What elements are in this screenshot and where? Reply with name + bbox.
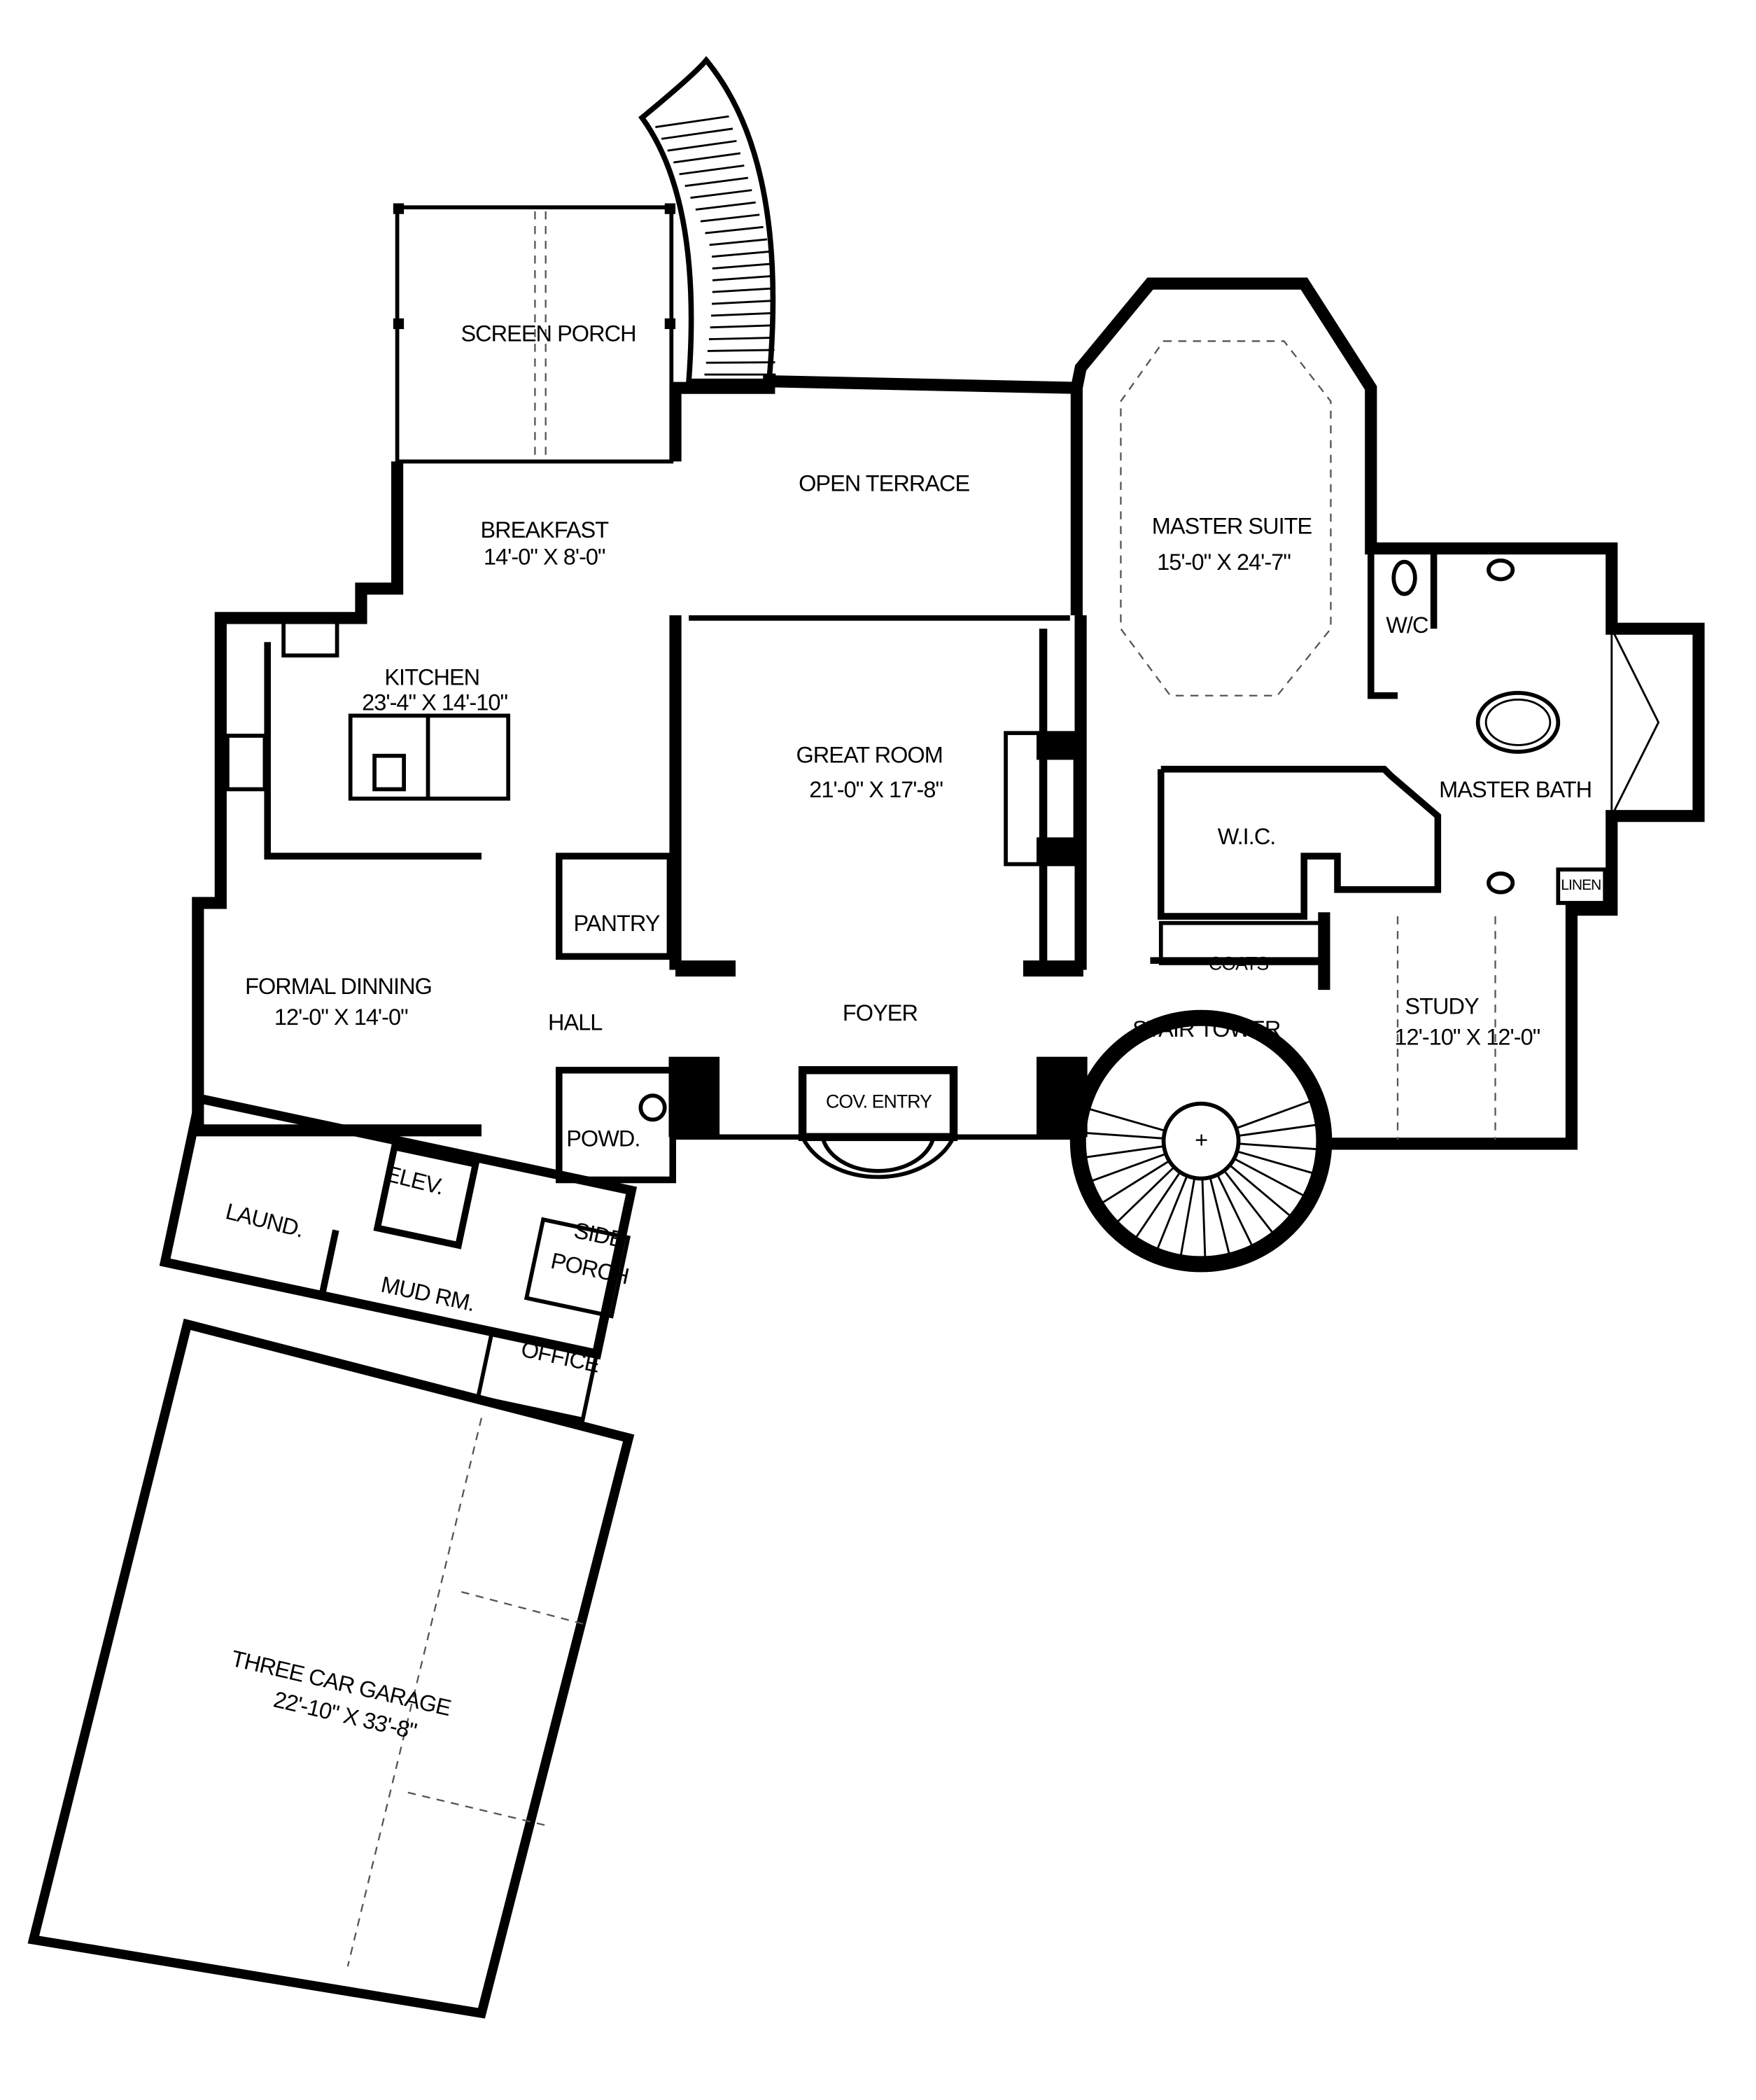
stair-tread — [1223, 1170, 1274, 1235]
stair-tread — [1233, 1157, 1306, 1198]
label-linen: LINEN — [1561, 877, 1601, 893]
stair-tread — [1216, 1174, 1254, 1247]
size-great-room: 21'-0" X 17'-8" — [809, 777, 943, 802]
stair-tread — [712, 287, 772, 293]
label-coats: COATS — [1209, 953, 1268, 974]
stair-tread — [1090, 1153, 1167, 1182]
stair-tread — [1134, 1171, 1181, 1240]
stair-tread — [1209, 1177, 1231, 1256]
stair-tread — [1100, 1160, 1170, 1205]
stair-tread — [673, 152, 741, 164]
spiral-stair: + — [1069, 1009, 1333, 1273]
label-wic: W.I.C. — [1218, 824, 1276, 849]
stair-tread — [710, 324, 773, 329]
stair-tread — [655, 115, 729, 128]
label-great-room: GREAT ROOM — [796, 742, 942, 767]
label-kitchen: KITCHEN — [384, 664, 479, 690]
master-bath-fixtures — [1367, 548, 1660, 905]
stair-tread — [1084, 1145, 1165, 1158]
stair-tread — [1179, 1177, 1196, 1257]
label-powder: POWD. — [566, 1126, 640, 1152]
stair-tread — [667, 139, 737, 152]
stair-tread — [1235, 1100, 1312, 1130]
label-study: STUDY — [1405, 994, 1479, 1019]
stair-tread — [684, 176, 748, 188]
label-pantry: PANTRY — [573, 911, 659, 936]
stair-tread — [1201, 1178, 1207, 1259]
powder-sink — [638, 1093, 667, 1122]
stair-tread — [708, 336, 774, 341]
label-side-porch-1: SIDE — [572, 1217, 626, 1252]
stair-tread — [690, 189, 752, 199]
stair-tread — [1116, 1166, 1175, 1224]
stair-tread — [1238, 1142, 1319, 1151]
stair-tread — [707, 349, 775, 352]
label-master-bath: MASTER BATH — [1439, 777, 1592, 802]
screen-porch — [393, 203, 676, 464]
powder-walls — [556, 1067, 677, 1184]
stair-tread — [710, 312, 773, 317]
curved-exterior-stair — [638, 55, 776, 384]
stair-tread — [661, 127, 733, 140]
study-walls — [1318, 912, 1496, 1140]
size-study: 12'-10" X 12'-0" — [1394, 1024, 1540, 1049]
stair-tread — [1088, 1107, 1166, 1132]
size-kitchen: 23'-4" X 14'-10" — [362, 690, 507, 715]
label-screen-porch: SCREEN PORCH — [461, 321, 635, 346]
stair-tread — [700, 214, 760, 223]
label-stair-tower: STAIR TOWER — [1132, 1016, 1280, 1042]
stair-tread — [1229, 1164, 1292, 1218]
size-master-suite: 15'-0" X 24'-7" — [1157, 550, 1291, 575]
walk-in-closet — [1157, 766, 1442, 920]
size-formal-dining: 12'-0" X 14'-0" — [274, 1004, 408, 1030]
label-laundry: LAUND. — [223, 1198, 307, 1242]
stair-tread — [695, 201, 756, 211]
stair-tread — [712, 262, 771, 270]
garage — [27, 1318, 635, 2019]
label-elevator: ELEV. — [383, 1161, 447, 1199]
label-hall: HALL — [548, 1009, 602, 1035]
label-wc: W/C — [1386, 612, 1428, 638]
stair-tread — [711, 251, 770, 258]
size-breakfast: 14'-0" X 8'-0" — [484, 544, 605, 569]
svg-text:+: + — [1195, 1128, 1207, 1153]
stair-tread — [712, 300, 772, 305]
label-cov-entry: COV. ENTRY — [826, 1091, 932, 1112]
label-open-terrace: OPEN TERRACE — [799, 470, 969, 496]
stair-tread — [679, 164, 745, 176]
exterior-walls — [192, 277, 1705, 1150]
stair-tread — [1237, 1124, 1318, 1138]
label-breakfast: BREAKFAST — [480, 517, 609, 542]
label-formal-dining: FORMAL DINNING — [245, 974, 432, 999]
stair-tread — [709, 238, 768, 246]
stair-tread — [1237, 1150, 1315, 1175]
kitchen-island — [225, 616, 511, 801]
stair-tread — [1083, 1131, 1164, 1140]
service-wing — [159, 1093, 638, 1422]
label-foyer: FOYER — [843, 1000, 918, 1026]
fireplace — [1004, 731, 1078, 867]
stair-tread — [1156, 1175, 1188, 1251]
stair-tread — [712, 275, 771, 281]
label-master-suite: MASTER SUITE — [1152, 513, 1312, 538]
stair-tread — [705, 225, 764, 234]
pantry-walls — [556, 853, 674, 960]
covered-entry — [798, 1066, 958, 1180]
